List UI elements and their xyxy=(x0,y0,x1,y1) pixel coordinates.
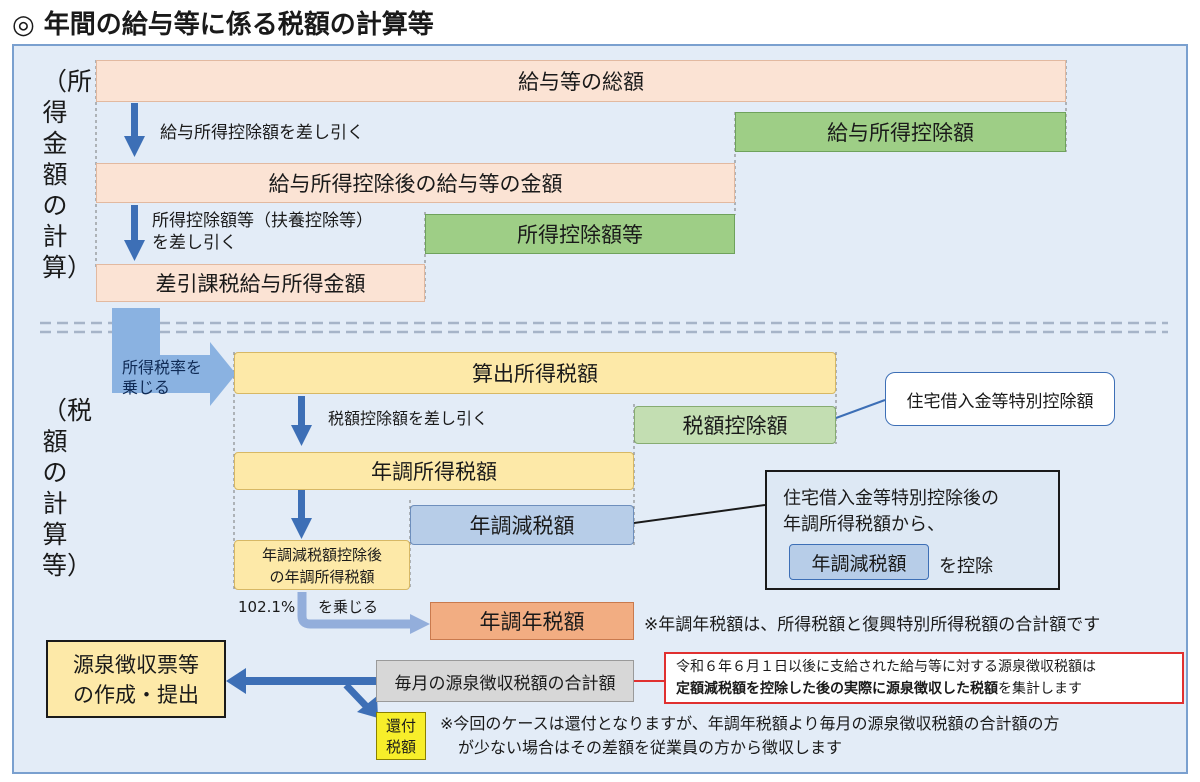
housing-callout-line xyxy=(835,399,886,419)
reduction-callout-suffix: を控除 xyxy=(939,556,993,577)
reduction-callout: 住宅借入金等特別控除後の 年調所得税額から、 年調減税額 を控除 xyxy=(765,470,1060,590)
refund-box: 還付 税額 xyxy=(376,712,426,760)
rate-note-line1: 所得税率を xyxy=(122,358,203,377)
refund-footnote-line1: ※今回のケースは還付となりますが、年調年税額より毎月の源泉徴収税額の合計額の方 xyxy=(440,714,1060,733)
section-divider xyxy=(40,321,1168,334)
down-arrows xyxy=(124,103,312,539)
after-salary-deduction-box: 給与所得控除後の給与等の金額 xyxy=(96,163,735,203)
withholding-slip-line1: 源泉徴収票等 xyxy=(73,653,199,677)
slip-arrow xyxy=(226,668,376,694)
notice-line2-rest: を集計します xyxy=(998,681,1082,697)
step1-note: 給与所得控除額を差し引く xyxy=(160,123,364,143)
step2-note-line1: 所得控除額等（扶養控除等） xyxy=(152,211,373,231)
section-label-income-text: （所得金額の計算） xyxy=(42,67,93,282)
step3-note: 税額控除額を差し引く xyxy=(328,409,489,428)
refund-footnote: ※今回のケースは還付となりますが、年調年税額より毎月の源泉徴収税額の合計額の方 … xyxy=(440,712,1060,760)
step2-note: 所得控除額等（扶養控除等） を差し引く xyxy=(152,210,373,254)
refund-arrow-line xyxy=(343,682,369,709)
after-reduction-line1: 年調減税額控除後 xyxy=(261,546,382,564)
step2-note-line2: を差し引く xyxy=(152,233,237,253)
reduction-callout-badge: 年調減税額 xyxy=(789,544,929,580)
notice-line1: 令和６年６月１日以後に支給された給与等に対する源泉徴収税額は xyxy=(676,659,1096,675)
refund-footnote-line2: が少ない場合はその差額を従業員の方から徴収します xyxy=(458,738,843,757)
housing-loan-callout: 住宅借入金等特別控除額 xyxy=(885,372,1115,426)
withholding-slip-box: 源泉徴収票等 の作成・提出 xyxy=(46,640,226,718)
monthly-withholding-box: 毎月の源泉徴収税額の合計額 xyxy=(376,660,634,702)
taxable-income-box: 差引課税給与所得金額 xyxy=(96,264,425,302)
multiplier-value: 102.1% xyxy=(238,598,296,616)
year-end-tax-box: 年調所得税額 xyxy=(234,452,634,490)
annual-tax-footnote: ※年調年税額は、所得税額と復興特別所得税額の合計額です xyxy=(644,615,1101,635)
tax-credit-box: 税額控除額 xyxy=(634,406,836,444)
reduction-callout-line2: 年調所得税額から、 xyxy=(783,514,945,535)
section-label-income: （所得金額の計算） xyxy=(38,66,93,283)
section-label-tax-text: （税額の計算等） xyxy=(42,396,93,580)
withholding-slip-line2: の作成・提出 xyxy=(73,683,199,707)
income-deductions-box: 所得控除額等 xyxy=(425,214,735,254)
page-title: ◎ 年間の給与等に係る税額の計算等 xyxy=(12,10,434,40)
rate-note-line2: 乗じる xyxy=(122,378,171,397)
after-reduction-box: 年調減税額控除後 の年調所得税額 xyxy=(234,540,410,590)
refund-line2: 税額 xyxy=(385,738,416,756)
year-end-reduction-box: 年調減税額 xyxy=(410,505,634,545)
reduction-callout-line xyxy=(633,504,766,524)
computed-tax-box: 算出所得税額 xyxy=(234,352,836,394)
withholding-notice: 令和６年６月１日以後に支給された給与等に対する源泉徴収税額は 定額減税額を控除し… xyxy=(664,652,1184,704)
notice-line2: 定額減税額を控除した後の実際に源泉徴収した税額を集計します xyxy=(676,678,1182,700)
after-reduction-line2: の年調所得税額 xyxy=(269,568,375,586)
notice-line2-bold: 定額減税額を控除した後の実際に源泉徴収した税額 xyxy=(676,681,998,697)
refund-line1: 還付 xyxy=(385,717,416,735)
multiplier-note: を乗じる xyxy=(318,598,379,616)
year-end-annual-tax-box: 年調年税額 xyxy=(430,602,634,640)
salary-deduction-box: 給与所得控除額 xyxy=(735,112,1066,152)
reduction-callout-line1: 住宅借入金等特別控除後の xyxy=(783,488,999,509)
rate-note: 所得税率を 乗じる xyxy=(122,358,202,398)
total-salary-box: 給与等の総額 xyxy=(96,60,1066,102)
section-label-tax: （税額の計算等） xyxy=(38,395,93,581)
refund-arrow-head xyxy=(357,696,378,718)
reduction-callout-text: 住宅借入金等特別控除後の 年調所得税額から、 xyxy=(783,486,999,538)
multiply-arrow xyxy=(297,592,414,629)
